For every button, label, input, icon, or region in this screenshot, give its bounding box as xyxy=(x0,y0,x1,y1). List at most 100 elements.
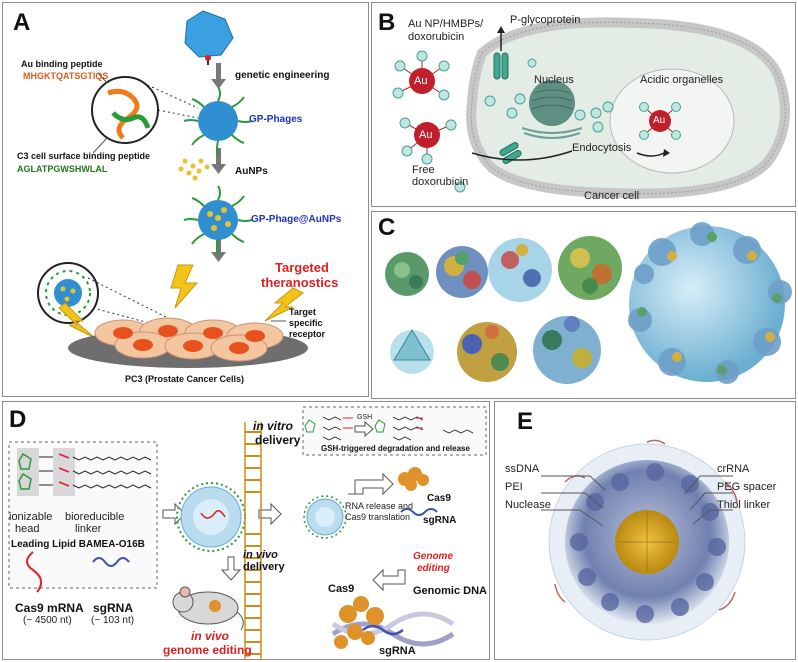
ionizable-label-2: head xyxy=(15,523,40,535)
thiol-linker-label: Thiol linker xyxy=(717,499,771,511)
genomic-dna xyxy=(331,596,455,649)
hollow-arrows xyxy=(162,472,406,592)
in-vivo-label-1: in vivo xyxy=(243,549,278,561)
free-doxorubicin xyxy=(454,58,614,193)
free-dox-label-1: Free xyxy=(412,164,435,176)
panel-c: C xyxy=(371,211,796,399)
au-peptide-title: Au binding peptide xyxy=(21,59,103,69)
target-label-2: specific xyxy=(289,318,323,328)
panel-c-label: C xyxy=(378,214,396,241)
in-vivo-label-2: delivery xyxy=(243,561,285,573)
peptide-zoom xyxy=(91,72,199,154)
protein-cages xyxy=(385,222,792,384)
sgrna-label: sgRNA xyxy=(93,601,134,615)
in-vivo-edit-label-2: genome editing xyxy=(163,643,252,657)
panel-d: D ionizable head bioreducible linker Lea… xyxy=(2,401,490,660)
au-nanoparticles xyxy=(392,50,681,165)
lightning-icons xyxy=(58,264,304,339)
leading-lipid-label: Leading Lipid BAMEA-O16B xyxy=(11,539,145,550)
gp-phages-label: GP-Phages xyxy=(249,114,303,125)
aunp-dots xyxy=(178,158,210,181)
sgrna-small-label: sgRNA xyxy=(423,515,457,526)
ionizable-label-1: ionizable xyxy=(9,511,53,523)
panel-a: A Au binding peptide MHGKTQATSGTIQS C3 c… xyxy=(2,2,369,397)
panel-a-graphics xyxy=(37,10,308,368)
free-dox-label-2: doxorubicin xyxy=(412,176,469,188)
genome-editing-label-1: Genome xyxy=(413,551,454,562)
targeted-label-2: theranostics xyxy=(261,275,339,290)
gp-phage-aunps-label: GP-Phage@AuNPs xyxy=(251,214,342,225)
gsh-caption: GSH-triggered degradation and release xyxy=(321,444,470,453)
lnp-small xyxy=(303,495,347,539)
genome-editing-label-2: editing xyxy=(417,563,450,574)
acidic-label: Acidic organelles xyxy=(640,74,724,86)
aunps-label: AuNPs xyxy=(235,166,268,177)
lnp-large xyxy=(176,482,246,552)
gsh-label: GSH xyxy=(357,414,373,421)
c3-peptide-seq: AGLATPGWSHWLAL xyxy=(17,164,108,174)
ssdna-label: ssDNA xyxy=(505,463,540,475)
nucleus xyxy=(521,80,583,139)
gp-phage-aunp xyxy=(183,185,253,255)
in-vivo-edit-label-1: in vivo xyxy=(191,629,230,643)
nanoparticle xyxy=(548,439,746,641)
au-np-label-1: Au NP/HMBPs/ xyxy=(408,18,484,30)
au-text-1: Au xyxy=(414,75,428,87)
sgrna-strand xyxy=(92,557,130,567)
flow-arrows xyxy=(211,63,226,262)
panel-b: B Au NP/HMBPs/ doxorubicin P-glycoprotei… xyxy=(371,2,796,207)
panel-a-label: A xyxy=(13,9,31,36)
pei-label: PEI xyxy=(505,481,523,493)
cancer-cell-label: Cancer cell xyxy=(584,190,640,202)
panel-e-graphics xyxy=(541,439,746,641)
cells xyxy=(94,317,284,362)
cas9-mrna-strand xyxy=(26,551,43,593)
nucleus-label: Nucleus xyxy=(534,74,574,86)
nuclease-label: Nuclease xyxy=(505,499,551,511)
genomic-dna-label: Genomic DNA xyxy=(413,585,487,597)
rna-release-label-2: Cas9 translation xyxy=(345,512,411,522)
lipid-box xyxy=(8,441,158,589)
target-label-3: receptor xyxy=(289,329,326,339)
cas9-protein xyxy=(398,467,429,491)
au-peptide-seq: MHGKTQATSGTIQS xyxy=(23,71,109,81)
au-text-3: Au xyxy=(653,115,666,126)
crrna-label: crRNA xyxy=(717,463,750,475)
panel-d-label: D xyxy=(9,406,27,433)
phage-capsid xyxy=(184,10,234,58)
pc3-label: PC3 (Prostate Cancer Cells) xyxy=(125,374,245,384)
au-np-label-2: doxorubicin xyxy=(408,31,465,43)
targeted-label-1: Targeted xyxy=(275,260,329,275)
cell-zoom xyxy=(37,262,179,329)
acidic-organelle xyxy=(609,68,735,174)
peg-spacer-label: PEG spacer xyxy=(717,481,777,493)
panel-e-label: E xyxy=(517,408,534,435)
panel-b-label: B xyxy=(378,9,396,36)
panel-c-graphics xyxy=(385,222,792,384)
in-vitro-label-1: in vitro xyxy=(253,419,294,433)
c3-peptide-title: C3 cell surface binding peptide xyxy=(17,151,151,161)
sgrna-length: (~ 103 nt) xyxy=(91,615,135,626)
endocytosis-label: Endocytosis xyxy=(572,142,632,154)
panel-b-graphics xyxy=(392,17,790,199)
membrane-ladder xyxy=(244,422,262,659)
cas9-label: Cas9 xyxy=(427,493,451,504)
mouse-icon xyxy=(172,586,244,631)
cas9-bottom-label: Cas9 xyxy=(328,583,355,595)
rna-release-label-1: RNA release and xyxy=(345,501,414,511)
bioreducible-label-1: bioreducible xyxy=(65,511,125,523)
sgrna-bottom-label: sgRNA xyxy=(379,645,416,657)
cas9-mrna-label: Cas9 mRNA xyxy=(15,601,84,615)
panel-e: E ssDNA PEI Nuclease crRNA PEG spacer Th… xyxy=(494,401,796,660)
callout-lines xyxy=(541,475,733,527)
gp-phage xyxy=(183,86,253,156)
in-vitro-label-2: delivery xyxy=(255,433,301,447)
genetic-engineering-label: genetic engineering xyxy=(235,70,330,81)
panel-d-graphics xyxy=(8,406,487,659)
au-text-2: Au xyxy=(419,129,433,141)
bioreducible-label-2: linker xyxy=(75,523,102,535)
target-label-1: Target xyxy=(289,307,316,317)
cas9-mrna-length: (~ 4500 nt) xyxy=(23,615,72,626)
gsh-box xyxy=(302,406,487,456)
pgp-label: P-glycoprotein xyxy=(510,14,581,26)
